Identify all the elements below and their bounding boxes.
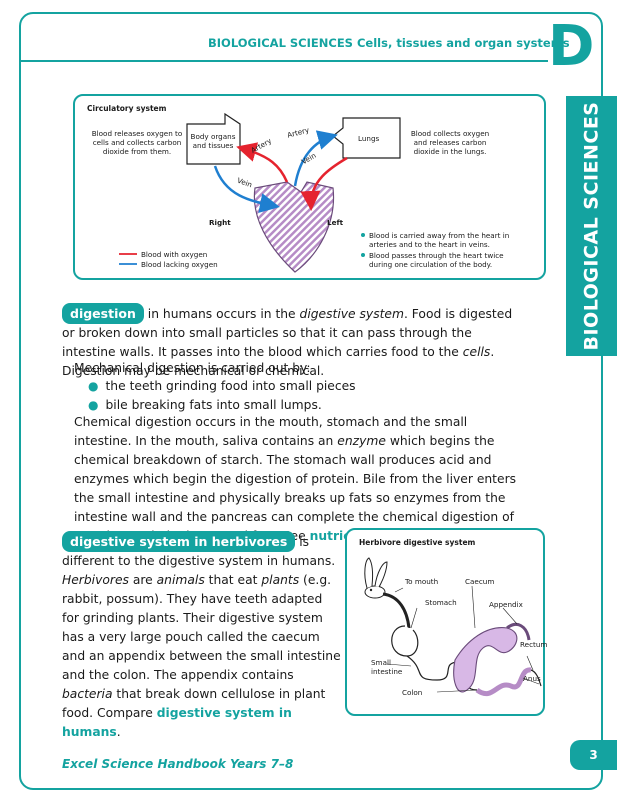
herbivore-graphic — [364, 557, 542, 697]
bullet-item: ● bile breaking fats into small lumps. — [88, 396, 518, 415]
header-title: BIOLOGICAL SCIENCES Cells, tissues and o… — [208, 36, 570, 50]
label-caecum: Caecum — [465, 577, 495, 586]
fact-one: Blood is carried away from the heart in … — [369, 231, 510, 249]
digestion-text: in humans occurs in the — [147, 307, 300, 321]
herb-emph-herbivores: Herbivores — [62, 573, 129, 587]
herb-text-4: (e.g. rabbit, possum). They have teeth a… — [62, 573, 341, 682]
header-rule — [20, 60, 548, 62]
herbivore-entry: digestive system in herbivores is differ… — [62, 531, 342, 742]
link-digestive-humans[interactable]: digestive system in humans — [62, 706, 292, 739]
herb-text-6: . — [116, 725, 121, 739]
herb-text-1: is different to the digestive system in … — [62, 535, 336, 568]
herbivore-title: Herbivore digestive system — [359, 538, 476, 547]
chem-text-1: Chemical digestion occurs in the mouth, … — [74, 415, 468, 448]
lungs-label: Lungs — [358, 134, 380, 143]
footer-book-title: Excel Science Handbook Years 7–8 — [62, 757, 293, 771]
herb-text-3: that eat — [204, 573, 262, 587]
mechanical-intro: Mechanical digestion is carried out by: — [74, 361, 311, 375]
digestion-text-3: . Digestion may be mechanical or chemica… — [62, 345, 495, 378]
chemical-paragraph: Chemical digestion occurs in the mouth, … — [74, 413, 522, 546]
term-digestion: digestion — [62, 303, 144, 324]
organs-label: Body organs and tissues — [190, 132, 236, 150]
right-note: Blood collects oxygen and releases carbo… — [410, 129, 490, 156]
bullet-icon: ● — [88, 379, 99, 393]
footer-book-rest: Science Handbook Years 7–8 — [97, 757, 294, 771]
page-number: 3 — [570, 740, 617, 770]
bullet-text-1: the teeth grinding food into small piece… — [105, 379, 356, 393]
header-topic: Cells, tissues and organ systems — [356, 36, 570, 50]
legend-oxygen: Blood with oxygen — [141, 250, 208, 259]
digestion-text-2: . Food is digested or broken down into s… — [62, 307, 513, 359]
herb-text-2: are — [128, 573, 157, 587]
side-tab-label: BIOLOGICAL SCIENCES — [580, 101, 603, 351]
label-small-intestine: Small intestine — [371, 658, 403, 676]
digestion-emph-cells: cells — [462, 345, 491, 359]
herb-text-5: that break down cellulose in plant food.… — [62, 687, 326, 720]
left-label: Left — [327, 218, 344, 227]
footer-book-em: Excel — [62, 757, 98, 771]
bullet-item: ● the teeth grinding food into small piec… — [88, 377, 518, 396]
page-frame — [19, 12, 603, 790]
side-tab — [566, 96, 617, 356]
digestion-entry: digestion in humans occurs in the digest… — [62, 303, 517, 381]
label-to-mouth: To mouth — [405, 577, 439, 586]
chem-emph-enzyme: enzyme — [337, 434, 386, 448]
herb-emph-animals: animals — [156, 573, 205, 587]
label-stomach: Stomach — [425, 598, 457, 607]
bullet-list: ● the teeth grinding food into small piec… — [88, 377, 518, 415]
circulatory-title: Circulatory system — [87, 104, 167, 113]
chem-text-2: which begins the chemical breakdown of s… — [74, 434, 517, 543]
bullet-icon: ● — [88, 398, 99, 412]
label-colon: Colon — [402, 688, 423, 697]
circulatory-graphic — [119, 112, 401, 273]
fact-two: Blood passes through the heart twice dur… — [369, 251, 504, 269]
legend-no-oxygen: Blood lacking oxygen — [141, 260, 218, 269]
label-appendix: Appendix — [489, 600, 523, 609]
bullet-text-2: bile breaking fats into small lumps. — [105, 398, 322, 412]
term-herbivore: digestive system in herbivores — [62, 531, 296, 552]
label-anus: Anus — [523, 674, 541, 683]
left-note: Blood releases oxygen to cells and colle… — [91, 129, 183, 156]
herb-emph-bacteria: bacteria — [62, 687, 113, 701]
circulatory-diagram: Circulatory system Blood releases oxygen… — [73, 94, 546, 280]
label-rectum: Rectum — [520, 640, 548, 649]
herbivore-diagram: Herbivore digestive system To mouth Caec… — [345, 528, 548, 716]
chapter-letter: D — [548, 14, 595, 79]
header-section: BIOLOGICAL SCIENCES — [208, 36, 353, 50]
herb-emph-plants: plants — [261, 573, 300, 587]
right-label: Right — [209, 218, 231, 227]
digestion-emph: digestive system — [299, 307, 404, 321]
